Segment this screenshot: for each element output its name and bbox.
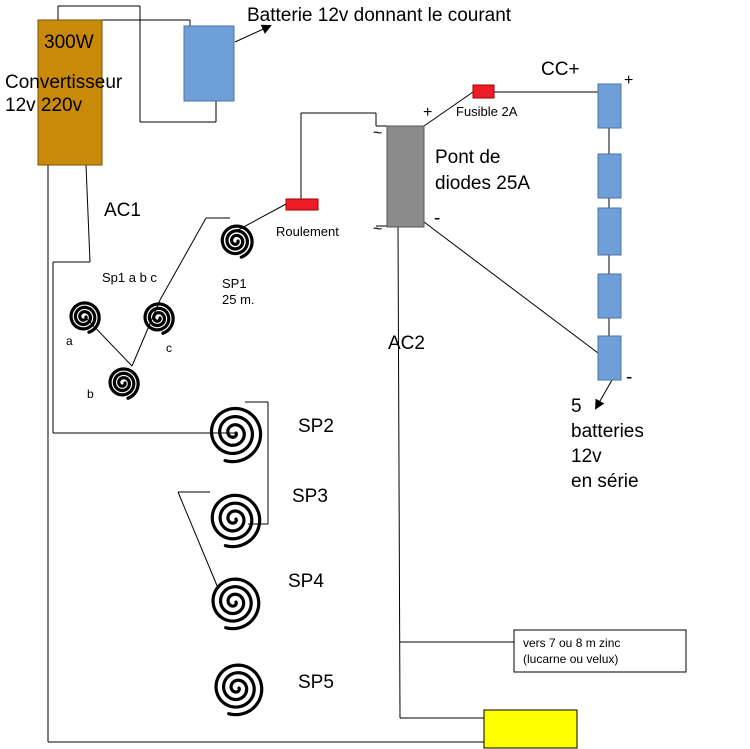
top-battery [183, 25, 235, 102]
fuse-right [472, 84, 495, 99]
converter-label: Convertisseur [5, 72, 123, 93]
sp1-length-label: 25 m. [222, 292, 255, 307]
coil-b-spiral [108, 367, 140, 400]
sp2-label: SP2 [298, 416, 334, 437]
coil-a-label: a [66, 334, 73, 348]
arrow-to-battery [234, 24, 272, 43]
coil-sp4-spiral [211, 577, 261, 631]
yellow-box [483, 709, 578, 749]
bearing-block [285, 198, 319, 211]
batteries-label: batteries [571, 421, 644, 442]
coil-a-spiral [69, 301, 101, 334]
cc-plus-label: CC+ [541, 59, 580, 80]
bridge-minus-sign: - [434, 208, 440, 229]
battery-cell [597, 335, 622, 381]
battery-plus-sign: + [624, 72, 633, 89]
converter-label-voltage: 12v 220v [5, 95, 83, 116]
coil-sp3-spiral [210, 493, 262, 549]
top-battery-label: Batterie 12v donnant le courant [247, 5, 512, 26]
converter-box [37, 19, 103, 166]
coil-sp2-spiral [209, 406, 263, 464]
zinc-box [513, 629, 687, 673]
coil-sp1-spiral [220, 224, 254, 259]
fuse-label: Fusible 2A [456, 104, 518, 119]
battery-cell [597, 83, 622, 129]
ac1-label: AC1 [104, 200, 141, 221]
bridge-label-rating: diodes 25A [435, 173, 530, 194]
power-label: 300W [44, 32, 94, 53]
diode-bridge [386, 125, 425, 228]
coil-c-spiral [143, 302, 175, 335]
zinc-label: vers 7 ou 8 m zinc [523, 636, 620, 650]
sp3-label: SP3 [292, 486, 328, 507]
sp1-label: SP1 [222, 276, 247, 291]
coil-sp5-spiral [214, 663, 264, 717]
bridge-ac-bottom-sign: ~ [373, 221, 382, 238]
battery-string [597, 83, 622, 381]
bearing-label: Roulement [276, 224, 339, 239]
sp5-label: SP5 [298, 672, 334, 693]
bridge-plus-sign: + [423, 104, 432, 121]
batteries-count-label: 5 [571, 396, 582, 417]
bridge-label: Pont de [435, 147, 501, 168]
batteries-series-label: en série [571, 471, 639, 492]
battery-minus-sign: - [626, 367, 632, 388]
coils [69, 224, 264, 717]
battery-cell [597, 153, 622, 199]
arrow-to-batteries [595, 379, 613, 410]
sp1abc-label: Sp1 a b c [102, 270, 157, 285]
batteries-voltage-label: 12v [571, 446, 602, 467]
battery-cell [597, 273, 622, 319]
coil-b-label: b [87, 387, 94, 401]
ac2-label: AC2 [388, 333, 425, 354]
bridge-ac-top-sign: ~ [373, 125, 382, 142]
coil-c-label: c [166, 341, 172, 355]
battery-cell [597, 207, 622, 256]
zinc-label-note: (lucarne ou velux) [523, 652, 618, 666]
sp4-label: SP4 [288, 571, 324, 592]
